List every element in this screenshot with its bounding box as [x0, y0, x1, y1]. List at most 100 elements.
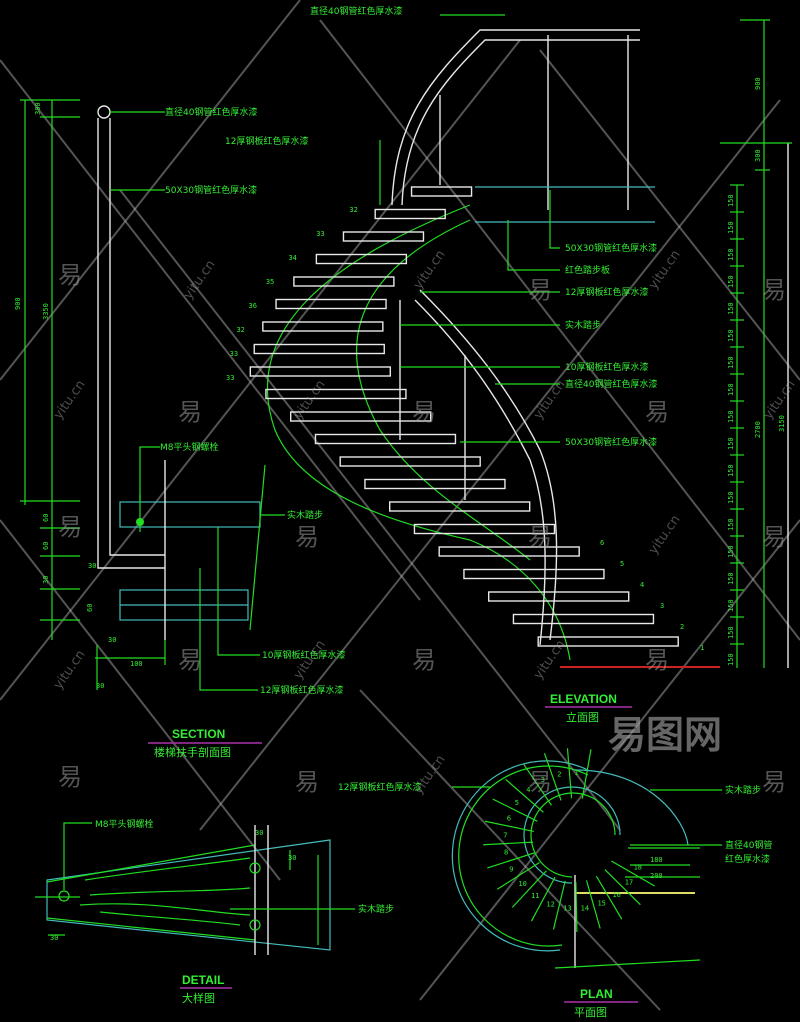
watermark-site: yitu.cn: [646, 513, 684, 558]
stair-tread: [410, 186, 473, 197]
dim-riser-150: 150: [727, 221, 735, 234]
watermark-site: yitu.cn: [411, 248, 449, 293]
dim-riser-150: 150: [727, 275, 735, 288]
label-plate10-section: 10厚钢板红色厚水漆: [262, 649, 345, 661]
drawing-line: [249, 919, 261, 931]
step-number: 35: [266, 278, 274, 286]
stair-tread: [339, 456, 481, 467]
stair-tread: [315, 253, 408, 265]
watermark: 易 易 易 易 易 易 易 易 易 易 易 易 易 易 易 易 易 yitu.c…: [51, 248, 799, 798]
drawing-line: [319, 19, 800, 641]
watermark-brand: 易图网: [608, 713, 722, 757]
plan-step-number: 6: [507, 814, 511, 822]
watermark-char: 易: [528, 523, 552, 551]
plan-step-number: 15: [597, 900, 605, 908]
step-number: 3: [660, 602, 664, 610]
plan-step-number: 14: [581, 904, 589, 912]
drawing-line: [451, 760, 589, 952]
drawing-line: [391, 29, 640, 206]
stair-tread: [265, 388, 407, 400]
step-number: 34: [288, 254, 296, 262]
plan-step-number: 13: [563, 905, 571, 913]
stair-tread: [290, 411, 432, 422]
label-plate12-plan: 12厚钢板红色厚水漆: [338, 781, 421, 793]
plan-tread-edge: [552, 880, 566, 930]
plan-step-number: 12: [546, 900, 554, 908]
label-plate12-section: 12厚钢板红色厚水漆: [260, 684, 343, 696]
drawing-line: [63, 822, 92, 890]
watermark-site: yitu.cn: [531, 638, 569, 683]
watermark-char: 易: [528, 276, 552, 304]
dim-riser-150: 150: [727, 410, 735, 423]
step-number: 4: [640, 581, 644, 589]
watermark-char: 易: [178, 398, 202, 426]
watermark-char: 易: [762, 523, 786, 551]
stair-tread: [512, 613, 655, 625]
title-detail: DETAIL 大样图: [180, 973, 232, 1005]
stair-tread: [389, 501, 531, 512]
drawing-line: [79, 857, 251, 926]
title-detail-zh: 大样图: [182, 991, 215, 1005]
watermark-char: 易: [295, 768, 319, 796]
title-section: SECTION 楼梯扶手剖面图: [148, 727, 262, 759]
plan-step-number: 2: [557, 770, 561, 778]
drawing-line: [199, 99, 781, 831]
label-timber-step-right: 实木踏步: [565, 319, 601, 331]
title-plan-en: PLAN: [580, 987, 613, 1001]
label-pipe40-top: 直径40钢管红色厚水漆: [310, 5, 402, 17]
plan-tread-edge: [511, 870, 547, 908]
stair-tread: [293, 276, 395, 287]
plan-step-number: 3: [541, 776, 545, 784]
dim-riser-150: 150: [727, 356, 735, 369]
stair-tread: [537, 636, 679, 647]
plan-step-number: 5: [515, 799, 519, 807]
dim-right-300: 300: [754, 149, 762, 162]
stair-tread: [314, 433, 457, 445]
dim-right-3150: 3150: [778, 415, 786, 432]
drawing-line: [549, 190, 560, 249]
plan-tread-edge: [543, 753, 562, 801]
dim-detail-30b: 30: [255, 829, 263, 837]
stair-tread: [275, 298, 387, 310]
drawing-line: [507, 220, 560, 271]
label-timber-step-detail: 实木踏步: [358, 903, 394, 915]
drawing-line: [58, 890, 70, 902]
dim-60b: 60: [42, 542, 50, 550]
watermark-site: yitu.cn: [646, 248, 684, 293]
drawing-line: [199, 568, 258, 691]
watermark-char: 易: [58, 763, 82, 791]
drawing-line: [539, 49, 800, 381]
dim-riser-150: 150: [727, 599, 735, 612]
drawing-line: [46, 844, 256, 941]
title-elevation: ELEVATION 立面图: [545, 692, 632, 724]
plan-step-number: 16: [612, 891, 620, 899]
plan-tread-edge: [492, 798, 538, 822]
watermark-char: 易: [295, 523, 319, 551]
dim-100: 100: [130, 660, 143, 668]
plan-step-number: 1: [575, 769, 579, 777]
watermark-char: 易: [645, 398, 669, 426]
plan-step-number: 11: [531, 892, 539, 900]
label-pipe40-right: 直径40钢管红色厚水漆: [565, 378, 657, 390]
section-view: 300 900 3350 60 60 30 30 60 30 100 30: [14, 99, 285, 691]
dim-30c: 30: [108, 636, 116, 644]
dim-riser-150: 150: [727, 626, 735, 639]
watermark-char: 易: [412, 646, 436, 674]
dim-right-2700: 2700: [754, 421, 762, 438]
plan-step-number: 4: [526, 786, 530, 794]
plan-tread-edge: [505, 778, 544, 813]
label-pipe50x30-left: 50X30钢管红色厚水漆: [165, 184, 257, 196]
plan-tread-edge: [575, 881, 578, 932]
watermark-char: 易: [178, 646, 202, 674]
right-dimensions: 1501501501501501501501501501501501501501…: [720, 19, 792, 668]
dim-riser-150: 150: [727, 572, 735, 585]
label-pipe40-plan-1: 直径40钢管: [725, 839, 772, 851]
plan-step-number: 10: [518, 880, 526, 888]
drawing-line: [419, 289, 558, 641]
plan-step-number: 18: [634, 864, 642, 872]
watermark-char: 易: [645, 646, 669, 674]
plan-tread-edge: [522, 763, 552, 806]
watermark-site: yitu.cn: [291, 378, 329, 423]
drawing-line: [0, 519, 281, 881]
